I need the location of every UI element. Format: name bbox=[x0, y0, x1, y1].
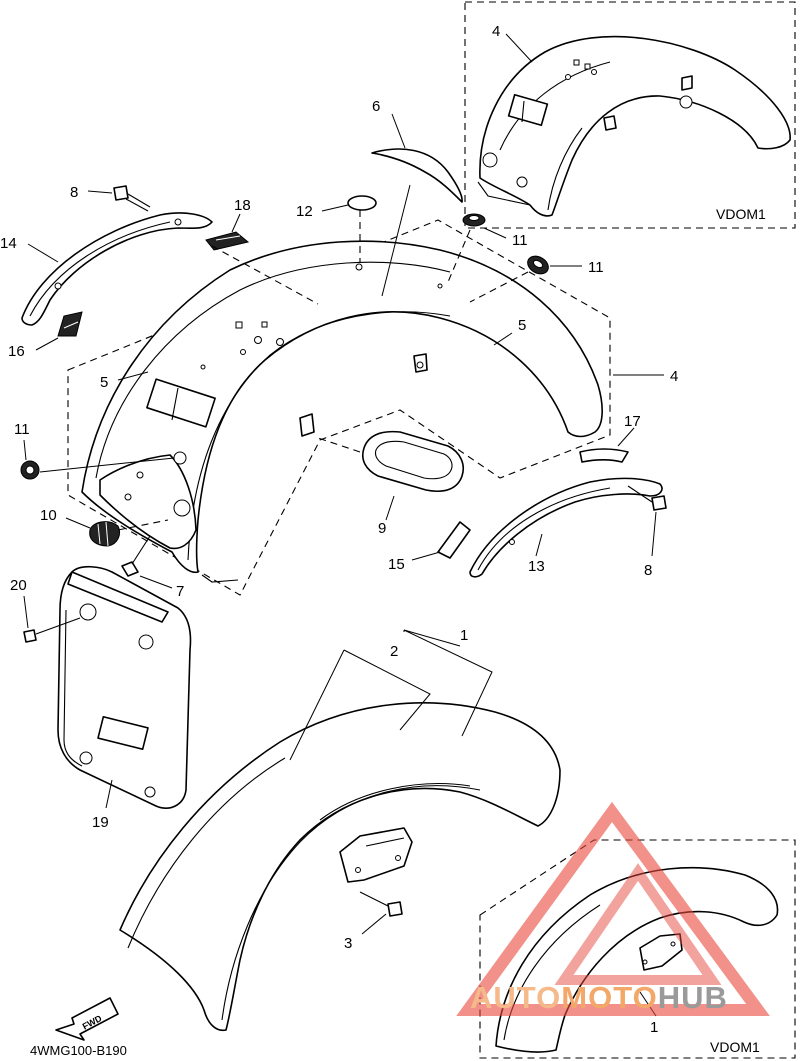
callout-11-b: 11 bbox=[588, 259, 604, 276]
callout-19: 19 bbox=[92, 814, 109, 831]
bolt-8-right: 8 bbox=[627, 485, 667, 579]
callouts-1-2: 1 2 bbox=[289, 627, 493, 761]
bracket-17: 17 bbox=[579, 413, 641, 463]
watermark-word-b: MOTO bbox=[561, 980, 657, 1015]
watermark-word-c: HUB bbox=[658, 980, 728, 1015]
callout-6: 6 bbox=[372, 98, 380, 115]
forward-arrow-icon: FWD bbox=[55, 997, 119, 1041]
callout-11-a: 11 bbox=[512, 232, 528, 249]
callout-8-right: 8 bbox=[644, 562, 652, 579]
callout-5-right: 5 bbox=[518, 317, 526, 334]
automotohub-watermark: AUTOMOTOHUB bbox=[456, 801, 770, 1016]
tail-light-cover-9: 9 bbox=[317, 430, 464, 537]
bolt-20: 20 bbox=[10, 577, 81, 643]
callout-11-c: 11 bbox=[14, 421, 30, 438]
callout-13: 13 bbox=[528, 558, 545, 575]
callout-10: 10 bbox=[40, 507, 57, 524]
callout-8-left: 8 bbox=[70, 184, 78, 201]
callout-3: 3 bbox=[344, 935, 352, 952]
callout-5-left: 5 bbox=[100, 374, 108, 391]
side-rail-14: 14 bbox=[0, 212, 213, 326]
callout-2: 2 bbox=[390, 643, 398, 660]
variant-label-bottom: VDOM1 bbox=[710, 1039, 760, 1055]
diagram-code: 4WMG100-B190 bbox=[30, 1043, 127, 1058]
bolt-7: 7 bbox=[121, 535, 184, 600]
callout-4-inset: 4 bbox=[492, 23, 500, 40]
inset-rear-fender-variant: 4 VDOM1 bbox=[464, 1, 796, 229]
callout-7: 7 bbox=[176, 583, 184, 600]
reflector-16: 16 bbox=[8, 311, 83, 360]
grommet-11-right: 11 bbox=[469, 255, 604, 303]
bolt-8-left: 8 bbox=[70, 184, 151, 212]
callout-16: 16 bbox=[8, 343, 25, 360]
assembly-outline bbox=[67, 219, 611, 596]
part-12-cap bbox=[347, 195, 377, 211]
callout-20: 20 bbox=[10, 577, 27, 594]
license-bracket-19: 19 bbox=[57, 565, 192, 831]
side-rail-13: 13 bbox=[469, 477, 663, 578]
variant-label-top: VDOM1 bbox=[716, 206, 766, 222]
bolt-3: 3 bbox=[344, 891, 403, 952]
callout-1: 1 bbox=[460, 627, 468, 644]
grommet-11-left: 11 bbox=[14, 421, 175, 480]
callout-17: 17 bbox=[624, 413, 641, 430]
part-6 bbox=[371, 148, 463, 203]
callout-4-main: 4 bbox=[670, 368, 678, 385]
callout-9: 9 bbox=[378, 520, 386, 537]
callout-18: 18 bbox=[234, 197, 251, 214]
reflector-15: 15 bbox=[388, 521, 471, 573]
spacer-18: 18 bbox=[205, 197, 319, 305]
grommet-11-upper: 11 bbox=[447, 213, 528, 283]
grommet-10: 10 bbox=[40, 507, 169, 547]
callout-1-inset: 1 bbox=[650, 1019, 658, 1036]
callout-15: 15 bbox=[388, 556, 405, 573]
svg-text:AUTOMOTOHUB: AUTOMOTOHUB bbox=[470, 980, 728, 1015]
callout-14: 14 bbox=[0, 235, 17, 252]
callout-12: 12 bbox=[296, 203, 313, 220]
rear-fender-main bbox=[81, 240, 603, 583]
front-fender-main bbox=[119, 702, 561, 1032]
watermark-word-a: AUTO bbox=[470, 980, 561, 1015]
